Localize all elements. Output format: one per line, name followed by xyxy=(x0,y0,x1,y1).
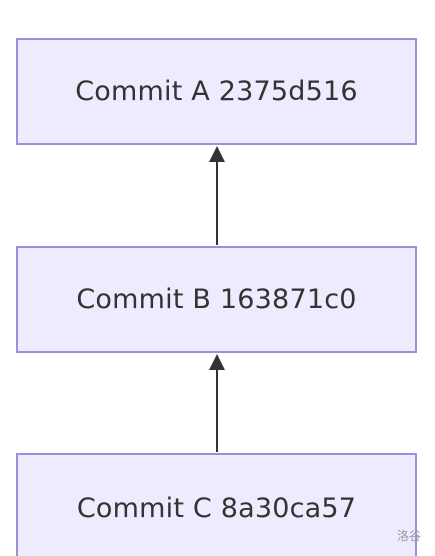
arrowhead-b xyxy=(209,354,225,370)
commit-node-b-label: Commit B 163871c0 xyxy=(76,284,357,315)
commit-node-a: Commit A 2375d516 xyxy=(16,38,417,145)
arrowhead-a xyxy=(209,146,225,162)
watermark: 洛谷 xyxy=(396,529,421,543)
commit-node-b: Commit B 163871c0 xyxy=(16,246,417,353)
commit-node-a-label: Commit A 2375d516 xyxy=(75,76,358,107)
commit-node-c-label: Commit C 8a30ca57 xyxy=(76,492,357,524)
commit-node-c: Commit C 8a30ca57 xyxy=(16,453,417,556)
